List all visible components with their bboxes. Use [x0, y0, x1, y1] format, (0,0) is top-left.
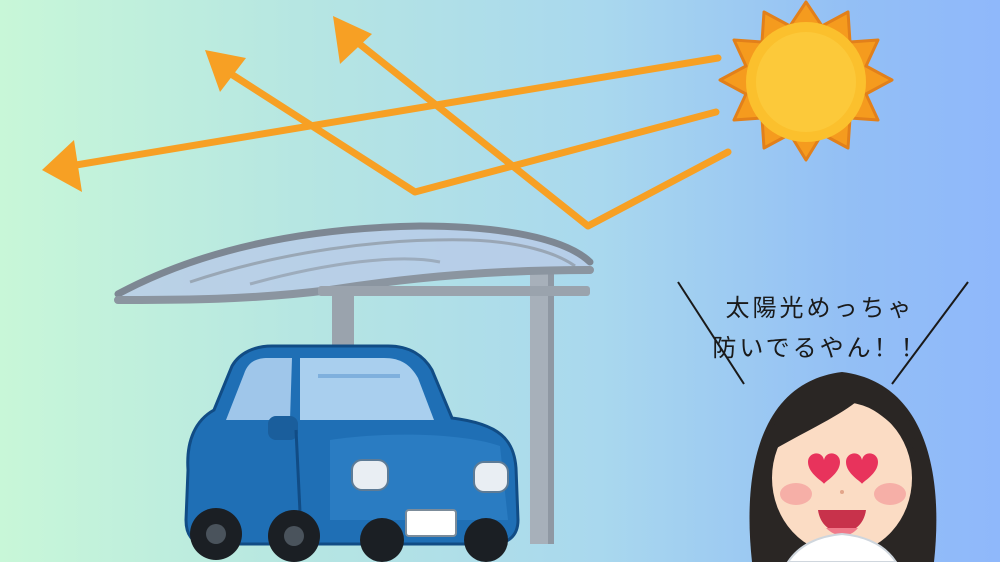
carport-icon — [114, 222, 594, 544]
arrowhead-icons — [42, 16, 372, 192]
surprise-lines-icon — [677, 281, 969, 385]
woman-face-icon — [749, 372, 937, 562]
speech-text: 太陽光めっちゃ 防いでるやん！！ — [700, 288, 940, 368]
speech-line-1: 太陽光めっちゃ — [725, 294, 915, 322]
speech-line-2: 防いでるやん！！ — [712, 334, 928, 362]
light-ray-arrow-icon — [66, 34, 732, 230]
sun-icon — [718, 0, 894, 162]
heart-eyes-icon — [808, 453, 878, 484]
car-icon — [184, 344, 520, 562]
